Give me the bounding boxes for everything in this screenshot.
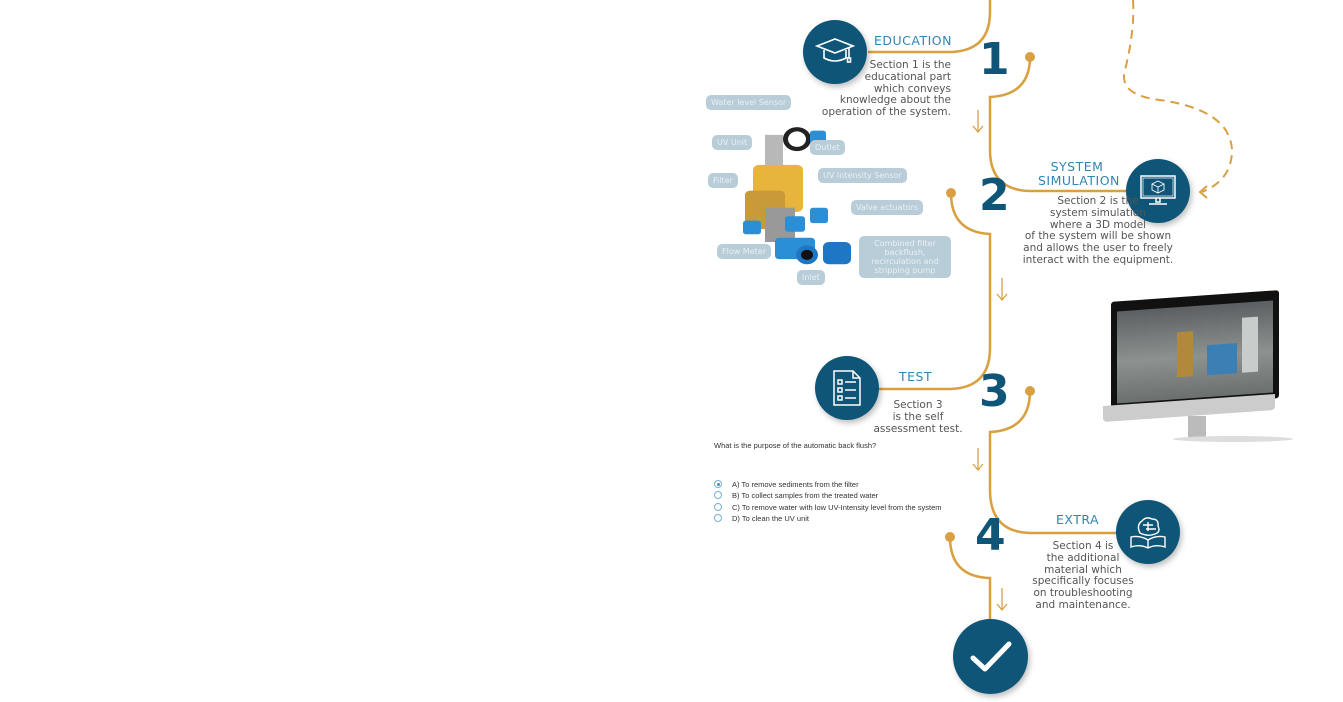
- arrow-down-icon: [972, 448, 984, 472]
- arrow-down-icon: [996, 278, 1008, 302]
- path-4-to-end: [948, 536, 992, 622]
- component-label: Valve actuators: [851, 200, 924, 215]
- brain-book-icon: [1130, 517, 1166, 549]
- arrow-down-icon: [996, 588, 1008, 612]
- quiz-question: What is the purpose of the automatic bac…: [714, 441, 877, 450]
- dot: [945, 532, 955, 542]
- radio-button-selected[interactable]: [714, 480, 722, 488]
- step-number: 4: [975, 510, 1006, 561]
- step-title: SYSTEM SIMULATION: [1038, 159, 1120, 188]
- step-title: EXTRA: [1056, 512, 1100, 527]
- quiz-option[interactable]: A) To remove sediments from the filter: [714, 480, 859, 489]
- component-label: Water level Sensor: [706, 95, 792, 110]
- checklist-icon: [833, 370, 861, 406]
- monitor-illustration: [1103, 288, 1303, 448]
- dot: [1025, 52, 1035, 62]
- quiz-option[interactable]: B) To collect samples from the treated w…: [714, 491, 878, 500]
- arrow-down-icon: [972, 110, 984, 134]
- component-label: Combined filter backflush, recirculation…: [859, 236, 951, 278]
- component-label: UV Intensity Sensor: [818, 168, 907, 183]
- completion-circle: [953, 619, 1028, 694]
- step-number: 3: [979, 366, 1010, 417]
- step-title: EDUCATION: [874, 33, 952, 48]
- path-step-1: [868, 0, 992, 54]
- dot: [1025, 386, 1035, 396]
- quiz-option[interactable]: D) To clean the UV unit: [714, 514, 809, 523]
- path-3-to-4: [988, 390, 1117, 535]
- graduation-cap-icon: [815, 38, 855, 63]
- quiz-panel: What is the purpose of the automatic bac…: [714, 441, 974, 531]
- component-label: Outlet: [810, 140, 845, 155]
- monitor-cube-icon: [1140, 175, 1176, 205]
- pump-illustration: [743, 127, 851, 265]
- step-title: TEST: [899, 369, 933, 384]
- radio-button[interactable]: [714, 503, 722, 511]
- simulation-circle: [1126, 159, 1190, 223]
- test-circle: [815, 356, 879, 420]
- dot: [946, 188, 956, 198]
- education-circle: [803, 20, 867, 84]
- radio-button[interactable]: [714, 514, 722, 522]
- path-1-to-2: [988, 56, 1127, 193]
- step-number: 1: [979, 34, 1010, 85]
- radio-button[interactable]: [714, 491, 722, 499]
- extra-circle: [1116, 500, 1180, 564]
- quiz-option[interactable]: C) To remove water with low UV-Intensity…: [714, 503, 942, 512]
- component-label: Filter: [708, 173, 738, 188]
- component-label: Flow Meter: [717, 244, 771, 259]
- checkmark-icon: [970, 641, 1011, 671]
- step-number: 2: [979, 170, 1010, 221]
- simulation-screenshot: [1117, 300, 1273, 404]
- component-label: UV Unit: [712, 135, 753, 150]
- component-label: Inlet: [797, 270, 825, 285]
- dashed-return-path: [1123, 0, 1234, 193]
- arrow-left-icon: [1198, 185, 1208, 199]
- path-2-to-3: [878, 192, 992, 391]
